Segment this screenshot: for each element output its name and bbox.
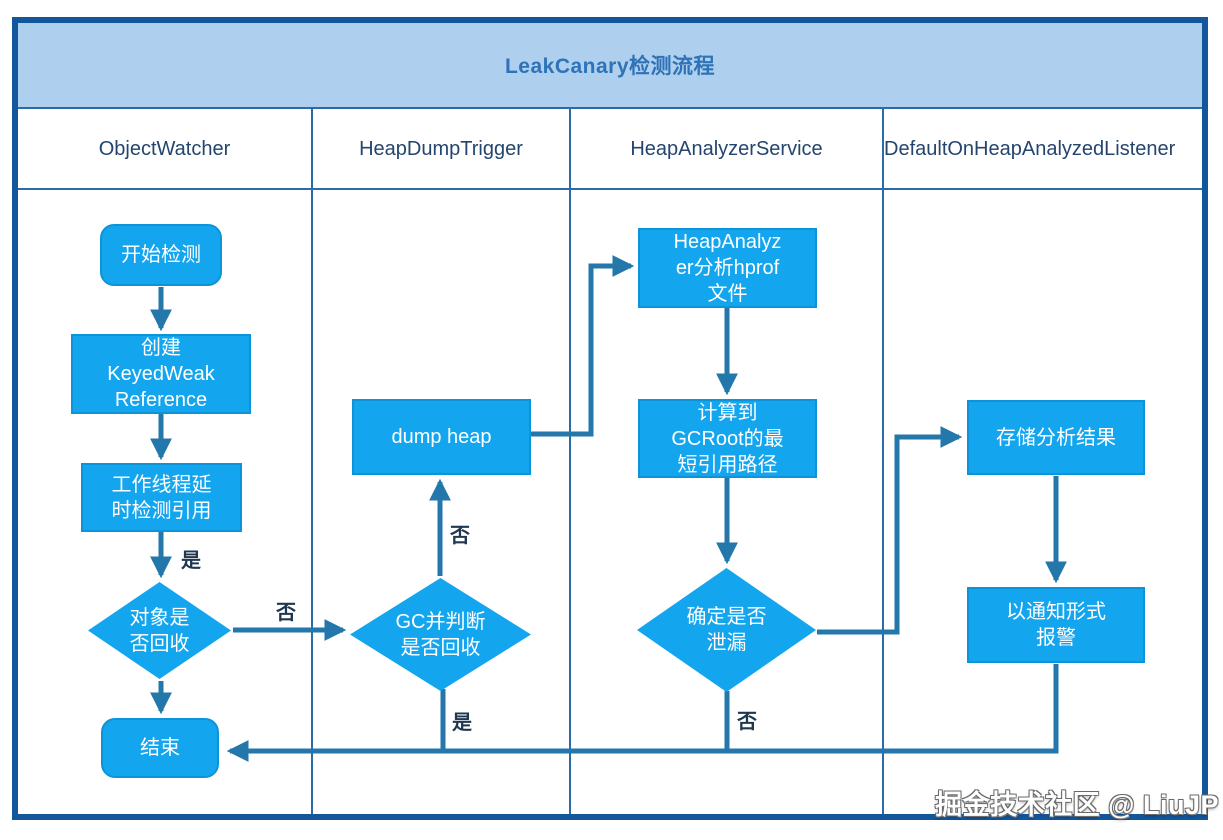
node-notify-alarm: 以通知形式 报警: [967, 587, 1145, 663]
watermark: 掘金技术社区 @ LiuJP: [935, 790, 1219, 820]
node-store-result: 存储分析结果: [967, 400, 1145, 475]
lane-divider: [311, 109, 313, 814]
node-heapanalyzer-parse-hprof: HeapAnalyz er分析hprof 文件: [638, 228, 817, 308]
diagram-title: LeakCanary检测流程: [18, 23, 1202, 109]
node-worker-delay-check: 工作线程延 时检测引用: [81, 463, 242, 532]
node-dump-heap: dump heap: [352, 399, 531, 475]
header-divider: [18, 188, 1202, 190]
node-end: 结束: [101, 718, 219, 778]
edge-label-no: 否: [737, 711, 757, 733]
lane-header-heapdumptrigger: HeapDumpTrigger: [359, 137, 523, 160]
lane-divider: [569, 109, 571, 814]
edge-label-no: 否: [450, 525, 470, 547]
lane-header-defaultonheapanalyzedlistener: DefaultOnHeapAnalyzedListener: [884, 137, 1176, 160]
node-create-keyedweakreference: 创建 KeyedWeak Reference: [71, 334, 251, 414]
lane-divider: [882, 109, 884, 814]
node-start: 开始检测: [100, 224, 222, 286]
lane-header-objectwatcher: ObjectWatcher: [98, 137, 231, 160]
node-calc-gcroot-path: 计算到 GCRoot的最 短引用路径: [638, 399, 817, 478]
edge-label-yes: 是: [452, 712, 472, 734]
edge-label-no: 否: [276, 602, 296, 624]
edge-label-yes: 是: [181, 550, 201, 572]
lane-header-heapanalyzerservice: HeapAnalyzerService: [630, 137, 823, 160]
